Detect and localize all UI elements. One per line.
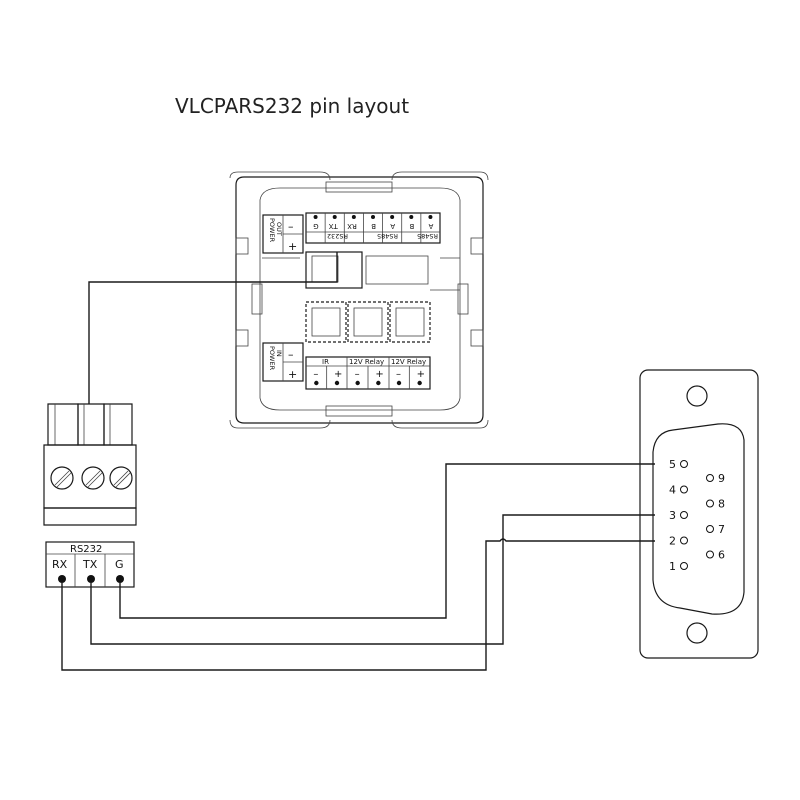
power-in-label-line1: POWER [268, 346, 276, 371]
db9-pin-6-label: 6 [718, 549, 725, 562]
bottom-terminal-strip: IR 12V Relay 12V Relay – + – + – + [305, 356, 431, 390]
top-pin-dot-6 [428, 215, 433, 219]
bottom-group-relay-1: 12V Relay [349, 358, 384, 366]
bottom-pin-dot-2 [355, 380, 360, 386]
db9-pin-1-hole [680, 562, 688, 570]
power-out-block: POWER OUT – + [262, 214, 304, 254]
db9-connector: 5 4 3 2 1 9 8 7 6 [639, 369, 759, 659]
top-pin-label-5: B [409, 222, 414, 230]
db9-pin-6-hole [706, 550, 714, 559]
diagram-title: VLCPARS232 pin layout [175, 94, 410, 118]
bottom-pin-sign-5: + [417, 369, 425, 380]
db9-pin-5-label: 5 [669, 458, 676, 471]
db9-pin-1-label: 1 [669, 560, 676, 573]
module-sockets [305, 301, 431, 343]
db9-pin-3-hole [680, 511, 688, 519]
power-in-plus: + [288, 368, 297, 381]
top-terminal-strip: G TX RX B A B A RS232 RS485 RS485 [305, 212, 441, 244]
db9-screw-bottom [686, 622, 708, 644]
bottom-pin-dot-1 [334, 380, 340, 386]
bottom-pin-sign-0: – [313, 369, 318, 380]
top-pin-label-2: RX [347, 222, 357, 230]
top-pin-label-4: A [390, 222, 395, 230]
top-pin-label-6: A [428, 222, 433, 230]
wall-panel: POWER OUT – + G TX RX B A B A RS232 RS485 RS48… [229, 171, 489, 429]
top-pin-dot-2 [351, 215, 356, 219]
db9-pin-2-hole [680, 536, 688, 545]
power-out-label-line1: POWER [268, 218, 276, 243]
screw-1 [50, 466, 74, 490]
top-pin-label-3: B [371, 222, 376, 230]
top-pin-dot-1 [332, 215, 337, 219]
bottom-pin-sign-4: – [396, 369, 401, 380]
db9-pin-7-label: 7 [718, 523, 725, 536]
rs232-pin-g-label: G [115, 558, 124, 571]
db9-pin-9-hole [706, 474, 714, 482]
terminal-plug [43, 403, 137, 526]
wire-rx-to-pin2 [61, 538, 655, 671]
panel-rs232-socket [305, 251, 363, 289]
bottom-pin-dot-0 [314, 380, 319, 386]
top-pin-dot-4 [390, 215, 395, 219]
bottom-pin-dot-3 [376, 380, 381, 386]
db9-screw-top [686, 385, 708, 407]
db9-pin-4-label: 4 [669, 484, 676, 497]
rs232-pin-rx-label: RX [52, 558, 68, 571]
top-pin-dot-0 [313, 215, 318, 219]
wire-g-to-pin5 [119, 463, 655, 619]
bottom-pin-dot-4 [396, 380, 402, 386]
rs232-terminal-title: RS232 [70, 544, 102, 555]
top-group-rs232: RS232 [327, 232, 348, 240]
power-in-block: POWER IN – + [262, 342, 304, 382]
screw-2 [81, 466, 105, 490]
wires [61, 252, 655, 671]
power-in-minus: – [288, 348, 294, 361]
power-out-minus: – [288, 220, 294, 233]
power-out-label-line2: OUT [275, 222, 283, 236]
db9-pin-8-hole [706, 499, 714, 508]
bottom-pin-sign-1: + [334, 369, 342, 380]
bottom-pin-sign-3: + [375, 369, 383, 380]
rs232-pin-g-dot [116, 575, 124, 583]
top-pin-label-1: TX [328, 222, 338, 230]
db9-pin-8-label: 8 [718, 498, 725, 511]
db9-pin-2-label: 2 [669, 535, 676, 548]
top-group-rs485-a: RS485 [377, 232, 398, 240]
db9-pin-3-label: 3 [669, 509, 676, 522]
rs232-terminal-block: RS232 RX TX G [45, 541, 135, 588]
db9-pin-7-hole [706, 525, 714, 533]
bottom-pin-dot-5 [417, 380, 422, 386]
top-pin-dot-5 [409, 215, 414, 219]
top-pin-dot-3 [371, 215, 375, 219]
screw-3 [109, 466, 133, 490]
bottom-group-relay-2: 12V Relay [391, 358, 426, 366]
rs232-pin-tx-label: TX [82, 558, 98, 571]
db9-pin-5-hole [680, 460, 688, 468]
wire-tx-to-pin3 [90, 514, 655, 645]
bottom-pin-sign-2: – [355, 369, 360, 380]
rs232-pin-rx-dot [58, 575, 66, 583]
db9-pin-9-label: 9 [718, 472, 725, 485]
wire-panel-to-plug [88, 252, 338, 404]
top-group-rs485-b: RS485 [417, 232, 438, 240]
power-in-label-line2: IN [275, 350, 283, 357]
db9-pin-4-hole [680, 485, 688, 494]
power-out-plus: + [288, 240, 297, 253]
top-pin-label-0: G [313, 222, 318, 230]
rs232-pin-tx-dot [87, 575, 95, 583]
bottom-group-ir: IR [322, 358, 329, 366]
